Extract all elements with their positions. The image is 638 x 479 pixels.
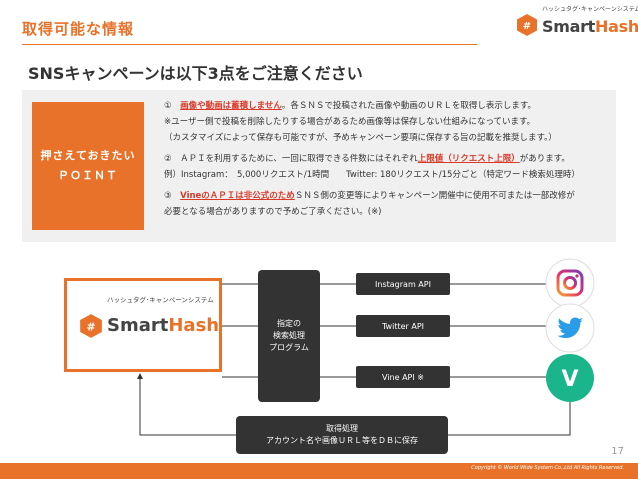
search-program-box: 指定の 検索処理 プログラム: [258, 270, 320, 402]
logo-wordmark: SmartHash: [542, 17, 638, 36]
program-line3: プログラム: [269, 343, 309, 352]
smarthash-logo-top: ハッシュタグ･キャンペーンシステム # SmartHash: [498, 4, 638, 46]
logo-tagline: ハッシュタグ･キャンペーンシステム: [542, 6, 638, 13]
svg-text:V: V: [561, 367, 578, 392]
point-label-line1: 押さえておきたい: [40, 149, 136, 162]
instagram-icon: [545, 258, 595, 308]
system-word-main: Smart: [107, 315, 169, 336]
flow-diagram: ハッシュタグ･キャンペーンシステム # SmartHash 指定の 検索処理 プ…: [0, 250, 638, 465]
item3-highlight: VineのＡＰＩは非公式のため: [180, 191, 295, 201]
point-label: 押さえておきたい ＰＯＩＮＴ: [32, 102, 144, 230]
item2-text-pre: ＡＰＩを利用するために、一回に取得できる件数にはそれぞれ: [180, 154, 418, 164]
instagram-api-box: Instagram API: [356, 273, 450, 295]
page-title: 取得可能な情報: [22, 20, 135, 38]
item1-highlight: 画像や動画は蓄積しません: [180, 101, 282, 111]
point-item-3: ③ VineのＡＰＩは非公式のためＳＮＳ側の変更等によりキャンペーン開催中に使用…: [164, 188, 612, 220]
system-word-accent: Hash: [168, 315, 220, 336]
subtitle: SNSキャンペーンは以下3点をご注意ください: [28, 64, 363, 83]
page-number: 17: [611, 446, 624, 457]
item1-line2: ※ユーザー側で投稿を削除したりする場合があるため画像等は保存しない仕組みになって…: [164, 117, 536, 127]
item3-number: ③: [164, 191, 172, 201]
program-line1: 指定の: [276, 319, 301, 328]
svg-text:#: #: [523, 21, 531, 32]
smarthash-hex-icon: #: [80, 314, 102, 338]
point-item-1: ① 画像や動画は蓄積しません。各ＳＮＳで投稿された画像や動画のＵＲＬを取得し表示…: [164, 98, 612, 146]
vine-icon: V: [546, 354, 594, 402]
item1-text: 。各ＳＮＳで投稿された画像や動画のＵＲＬを取得し表示します。: [281, 101, 537, 111]
point-box: 押さえておきたい ＰＯＩＮＴ ① 画像や動画は蓄積しません。各ＳＮＳで投稿された…: [22, 90, 616, 242]
item2-number: ②: [164, 154, 172, 164]
store-process-box: 取得処理 アカウント名や画像ＵＲＬ等をＤＢに保存: [236, 416, 448, 454]
header-rule: [22, 44, 477, 45]
system-wordmark: SmartHash: [107, 315, 219, 336]
copyright: Copyright © World Wide System Co.,Ltd Al…: [471, 465, 624, 471]
point-item-2: ② ＡＰＩを利用するために、一回に取得できる件数にはそれぞれ上限値（リクエスト上…: [164, 151, 612, 183]
item1-number: ①: [164, 101, 172, 111]
point-text: ① 画像や動画は蓄積しません。各ＳＮＳで投稿された画像や動画のＵＲＬを取得し表示…: [164, 98, 612, 225]
smarthash-hex-icon: #: [517, 14, 537, 36]
point-label-line2: ＰＯＩＮＴ: [58, 169, 118, 182]
item1-line3: （カスタマイズによって保存も可能ですが、予めキャンペーン要項に保存する旨の記載を…: [164, 133, 557, 143]
system-tagline: ハッシュタグ･キャンペーンシステム: [107, 296, 214, 304]
item2-text-post: があります。: [519, 154, 570, 164]
logo-word-accent: Hash: [595, 17, 638, 36]
program-line2: 検索処理: [272, 331, 305, 340]
smarthash-system-box: ハッシュタグ･キャンペーンシステム # SmartHash: [64, 278, 222, 372]
store-line1: 取得処理: [326, 424, 358, 433]
vine-api-box: Vine API ※: [356, 366, 450, 388]
item3-line2: 必要となる場合がありますので予めご了承ください。(※): [164, 207, 382, 217]
twitter-icon: [545, 303, 595, 353]
item3-text: ＳＮＳ側の変更等によりキャンペーン開催中に使用不可または一部改修が: [294, 191, 575, 201]
connector-store: [448, 394, 571, 436]
logo-word-main: Smart: [542, 17, 596, 36]
connector-return: [137, 373, 236, 436]
store-line2: アカウント名や画像ＵＲＬ等をＤＢに保存: [266, 436, 418, 445]
item2-highlight: 上限値（リクエスト上限）: [417, 154, 520, 164]
item2-line2: 例）Instagram： 5,000リクエスト/1時間 Twitter: 180…: [164, 170, 580, 180]
twitter-api-box: Twitter API: [356, 315, 450, 337]
svg-text:#: #: [86, 320, 95, 333]
footer-bar: Copyright © World Wide System Co.,Ltd Al…: [0, 463, 638, 479]
